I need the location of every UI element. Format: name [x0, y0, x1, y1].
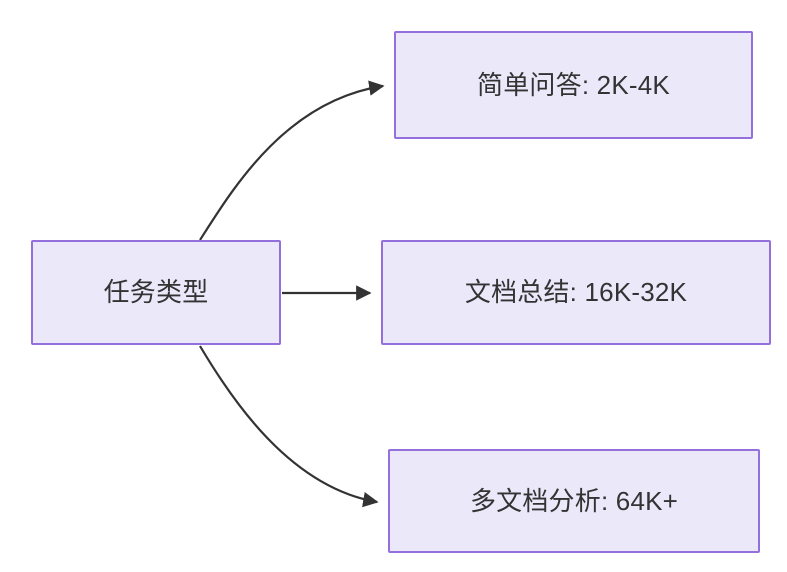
edge-root-to-simple-qa — [199, 80, 385, 241]
node-doc-summary-label: 文档总结: 16K-32K — [464, 277, 688, 308]
node-multi-doc-label: 多文档分析: 64K+ — [469, 485, 679, 516]
node-task-type[interactable]: 任务类型 — [31, 240, 281, 345]
edge-root-to-multi-doc — [199, 345, 379, 508]
node-simple-qa[interactable]: 简单问答: 2K-4K — [394, 31, 753, 139]
node-doc-summary[interactable]: 文档总结: 16K-32K — [381, 240, 771, 345]
node-simple-qa-label: 简单问答: 2K-4K — [477, 69, 670, 100]
node-task-type-label: 任务类型 — [103, 277, 209, 308]
node-multi-doc[interactable]: 多文档分析: 64K+ — [388, 449, 760, 553]
